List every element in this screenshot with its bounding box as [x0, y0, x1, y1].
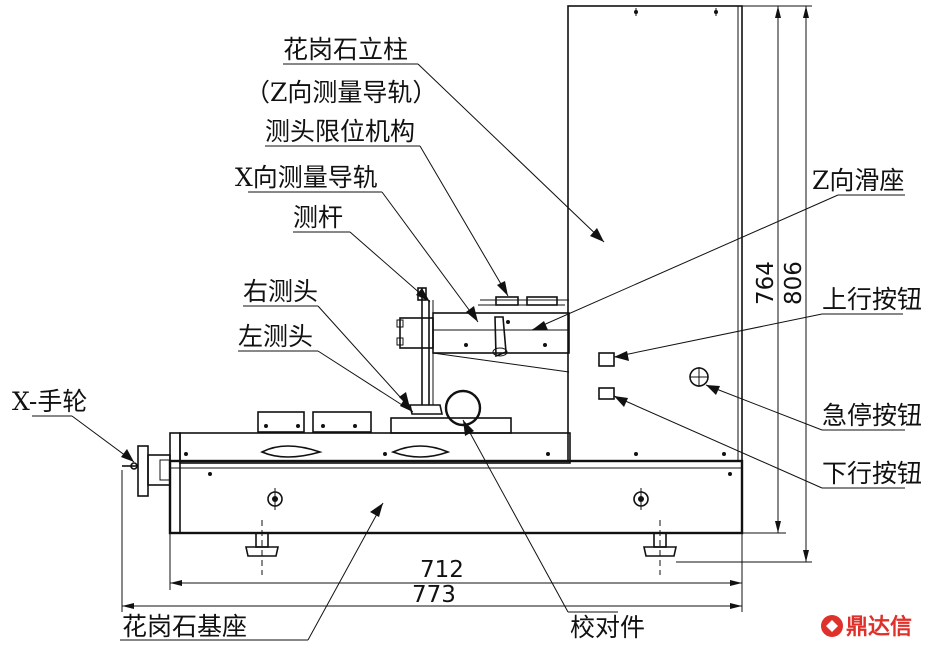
- down-button-shape: [598, 387, 615, 400]
- dimension-lines: [121, 5, 812, 612]
- label-x-guide: X向测量导轨: [235, 163, 378, 192]
- label-probe-rod: 测杆: [293, 203, 343, 232]
- dim-773: 773: [412, 582, 456, 608]
- leveling-feet: [245, 520, 677, 575]
- label-calibration-piece: 校对件: [570, 613, 645, 642]
- label-down-button: 下行按钮: [822, 459, 922, 488]
- label-up-button: 上行按钮: [822, 285, 922, 314]
- label-z-slide: Z向滑座: [812, 166, 904, 195]
- label-granite-base: 花岗石基座: [122, 612, 247, 641]
- label-granite-column: 花岗石立柱: [283, 35, 408, 64]
- label-z-guide: （Z向测量导轨）: [245, 78, 437, 107]
- label-probe-limit: 测头限位机构: [265, 117, 415, 146]
- dim-764: 764: [753, 261, 779, 305]
- calibration-piece: [390, 389, 512, 434]
- leader-lines: [32, 63, 905, 641]
- probe-rod: [409, 287, 443, 415]
- dim-806: 806: [781, 261, 807, 305]
- label-estop-button: 急停按钮: [822, 401, 922, 430]
- granite-base: [168, 411, 744, 535]
- label-left-probe: 左测头: [238, 322, 313, 351]
- dim-712: 712: [420, 557, 464, 583]
- estop-button-shape: [689, 367, 709, 387]
- label-right-probe: 右测头: [243, 277, 318, 306]
- logo-text: 鼎达信: [846, 614, 912, 640]
- brand-logo: 鼎达信: [821, 614, 912, 640]
- label-x-handwheel: X-手轮: [12, 387, 87, 416]
- up-button-shape: [598, 352, 615, 367]
- x-handwheel-shape: [122, 445, 171, 497]
